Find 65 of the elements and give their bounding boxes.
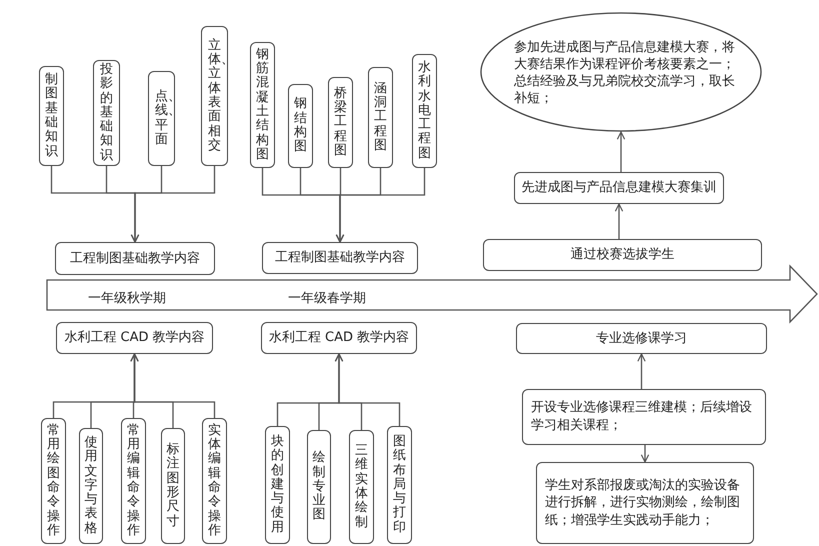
node-text: 钢筋混凝土结构图 — [256, 48, 269, 162]
node-text: 标注图形尺寸 — [166, 443, 180, 529]
node-text: 块的创建与使用 — [271, 434, 284, 536]
node-text: 参加先进成图与产品信息建模大赛，将大赛结果作为课程评价考核要素之一；总结经验及与兄弟院校交流学习，取长补短； — [514, 40, 736, 108]
node-text: 先进成图与产品信息建模大赛集训 — [522, 179, 716, 197]
process-box — [288, 84, 313, 168]
process-box — [412, 54, 437, 168]
process-box — [79, 428, 103, 544]
node-text: 图纸布局与打印 — [393, 434, 406, 536]
node-text: 常用绘图命令操作 — [47, 424, 60, 538]
process-box — [536, 462, 754, 544]
process-box — [307, 430, 331, 544]
node-text: 桥梁工程图 — [334, 86, 347, 158]
process-box — [368, 67, 393, 168]
semester-label: 一年级秋学期 — [88, 290, 166, 307]
node-text: 钢结构图 — [294, 97, 307, 155]
connector-arrow — [616, 131, 626, 172]
process-box — [56, 322, 213, 354]
node-text: 绘制专业图 — [312, 451, 326, 523]
node-text: 水利工程 CAD 教学内容 — [268, 329, 410, 347]
process-box — [202, 418, 227, 544]
connector-arrow — [130, 166, 216, 243]
node-text: 学生对系部报废或淘汰的实验设备进行拆解，进行实物测绘，绘制图纸；增强学生实践动手能力； — [544, 476, 741, 530]
connector-arrow — [336, 168, 426, 243]
semester-label: 一年级春学期 — [288, 290, 366, 307]
process-box — [514, 172, 724, 204]
node-text: 制图基础知识 — [45, 73, 58, 159]
node-text: 三维实体绘制 — [355, 444, 368, 530]
goal-ellipse — [480, 12, 762, 132]
timeline-arrow — [46, 264, 818, 324]
process-box — [121, 418, 146, 544]
process-box — [148, 71, 175, 166]
process-box — [261, 322, 417, 354]
process-box — [93, 60, 120, 166]
node-text: 投影的基础知识 — [100, 62, 113, 164]
node-text: 涵洞工程图 — [374, 82, 387, 154]
node-text: 常用编辑命令操作 — [127, 424, 140, 538]
process-box — [39, 66, 64, 166]
node-text: 实体编辑命令操作 — [208, 424, 221, 538]
process-box — [265, 426, 290, 544]
node-text: 水利水电工程图 — [418, 60, 431, 162]
connector-arrow — [637, 353, 646, 389]
node-text: 水利工程 CAD 教学内容 — [64, 329, 205, 347]
node-text: 工程制图基础教学内容 — [70, 250, 200, 268]
process-box — [522, 389, 766, 445]
process-box — [516, 323, 767, 354]
process-box — [41, 418, 66, 544]
process-box — [483, 239, 762, 271]
connector-arrow — [334, 353, 400, 426]
node-text: 使用文字与表格 — [84, 436, 98, 536]
node-text: 专业选修课学习 — [596, 330, 687, 348]
process-box — [161, 428, 185, 544]
process-box — [55, 242, 215, 275]
process-box — [328, 77, 353, 168]
connector-arrow — [614, 203, 624, 239]
process-box — [201, 26, 228, 166]
process-box — [349, 430, 374, 544]
node-text: 工程制图基础教学内容 — [275, 249, 405, 267]
node-text: 通过校赛选拔学生 — [570, 246, 674, 264]
process-box — [250, 42, 275, 168]
process-box — [387, 426, 412, 544]
connector-arrow — [130, 353, 216, 418]
process-box — [262, 242, 418, 274]
node-text: 开设专业选修课程三维建模；后续增设学习相关课程； — [530, 399, 753, 435]
connector-arrow — [640, 445, 650, 463]
